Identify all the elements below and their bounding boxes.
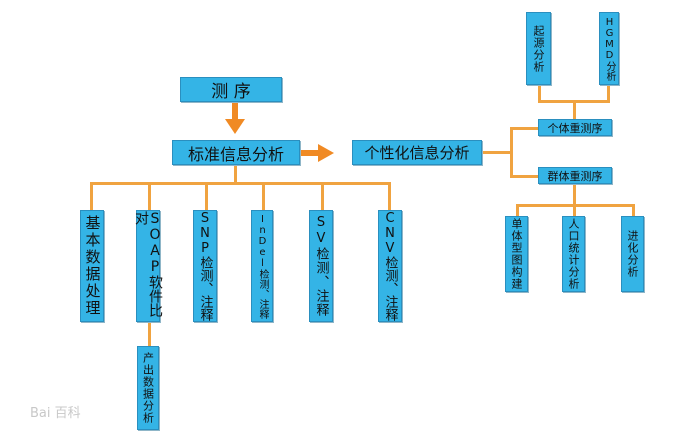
connector-to-population xyxy=(510,175,538,178)
connector-to-cnv xyxy=(388,182,391,210)
node-demography: 人口统计分析 xyxy=(562,216,585,292)
node-basic-processing: 基本数据处理 xyxy=(80,210,104,322)
connector-soap-to-output xyxy=(148,322,151,348)
node-population-reseq: 群体重测序 xyxy=(538,167,612,184)
node-cnv-detection: CNV检测、注释 xyxy=(378,210,402,322)
node-individual-reseq: 个体重测序 xyxy=(538,119,612,136)
connector-to-soap xyxy=(148,182,151,210)
connector-to-origin xyxy=(538,84,541,102)
node-sv-detection: SV检测、注释 xyxy=(309,210,333,322)
node-standard-analysis: 标准信息分析 xyxy=(172,140,300,165)
connector-personal-right xyxy=(482,151,512,154)
arrow-right-icon xyxy=(298,144,334,162)
connector-to-snp xyxy=(205,182,208,210)
connector-to-evolution xyxy=(632,204,635,218)
node-personal-analysis: 个性化信息分析 xyxy=(352,140,482,165)
connector-to-haplotype xyxy=(516,204,519,218)
watermark: Bai 百科 xyxy=(30,406,81,421)
connector-personal-vertical xyxy=(510,127,513,178)
node-evolution: 进化分析 xyxy=(621,216,644,292)
connector-to-individual xyxy=(510,127,538,130)
connector-to-indel xyxy=(262,182,265,210)
node-output-analysis: 产出数据分析 xyxy=(137,346,159,430)
node-cexu: 测 序 xyxy=(180,77,282,102)
arrow-down-icon xyxy=(225,101,245,134)
connector-population-down xyxy=(573,184,576,206)
connector-standard-down xyxy=(234,162,237,182)
node-hgmd-analysis: HGMD分析 xyxy=(599,12,619,85)
connector-to-basic xyxy=(90,182,93,210)
node-origin-analysis: 起源分析 xyxy=(526,12,551,85)
connector-bottom-horizontal xyxy=(90,182,390,185)
connector-to-demography xyxy=(573,204,576,218)
node-haplotype: 单体型图构建 xyxy=(505,216,528,292)
node-snp-detection: SNP检测、注释 xyxy=(193,210,217,322)
node-soap-alignment: SOAP软件比对 xyxy=(133,210,163,322)
connector-to-sv xyxy=(321,182,324,210)
connector-top-horizontal xyxy=(538,100,610,103)
connector-individual-up xyxy=(573,100,576,120)
node-indel-detection: InDel检测、注释 xyxy=(251,210,273,322)
connector-to-hgmd xyxy=(607,84,610,102)
